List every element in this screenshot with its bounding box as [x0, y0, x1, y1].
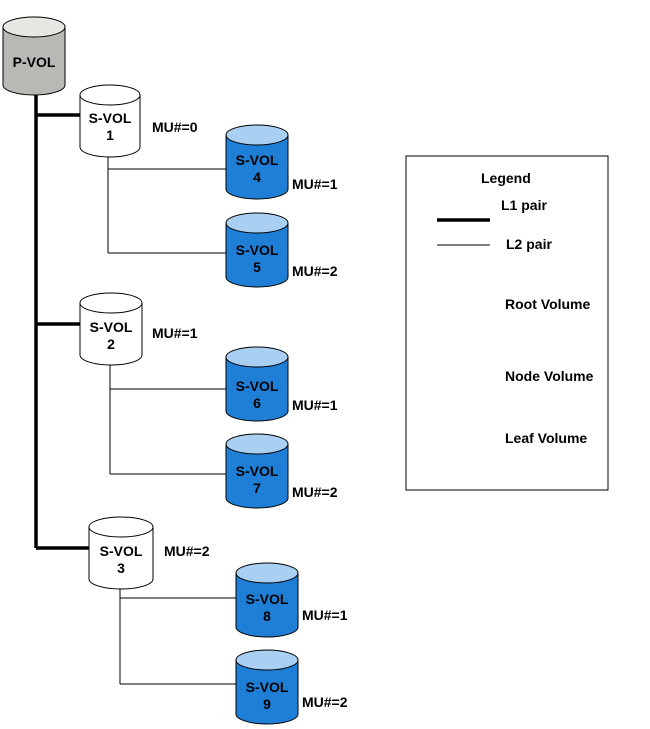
- connectors: [34, 86, 237, 685]
- mu-label: MU#=0: [152, 119, 198, 135]
- legend-title: Legend: [481, 170, 531, 186]
- legend-root-label: Root Volume: [505, 296, 591, 312]
- leaf-volume-9: S-VOL 9 MU#=2: [246, 679, 348, 712]
- node-label-line2: 1: [106, 127, 114, 143]
- node-volume-2-cylinder: [79, 292, 143, 366]
- mu-label: MU#=1: [152, 325, 198, 341]
- leaf-label-line1: S-VOL: [236, 152, 279, 168]
- node-volume-3-cylinder: [88, 516, 154, 590]
- leaf-label-line2: 8: [263, 608, 271, 624]
- leaf-volume-6-cylinder: [225, 346, 289, 422]
- node-volume-1-cylinder: [79, 84, 141, 158]
- node-volume-3: S-VOL 3 MU#=2: [100, 543, 210, 576]
- legend-l1-label: L1 pair: [501, 197, 547, 213]
- leaf-label-line1: S-VOL: [236, 242, 279, 258]
- node-volume-2: S-VOL 2 MU#=1: [90, 319, 198, 352]
- leaf-label-line2: 9: [263, 696, 271, 712]
- leaf-label-line2: 4: [253, 169, 261, 185]
- node-label-line2: 2: [107, 336, 115, 352]
- leaf-volume-4: S-VOL 4 MU#=1: [236, 152, 338, 192]
- leaf-label-line1: S-VOL: [246, 679, 289, 695]
- leaf-label-line2: 7: [253, 480, 261, 496]
- root-volume-cylinder: [2, 16, 66, 96]
- leaf-volume-8: S-VOL 8 MU#=1: [246, 591, 348, 624]
- leaf-label-line2: 6: [253, 395, 261, 411]
- mu-label: MU#=2: [164, 543, 210, 559]
- root-volume-label: P-VOL: [13, 54, 56, 70]
- mu-label: MU#=1: [292, 176, 338, 192]
- node-label-line2: 3: [117, 560, 125, 576]
- leaf-volume-4-cylinder: [225, 124, 289, 200]
- node-label-line1: S-VOL: [90, 319, 133, 335]
- leaf-label-line1: S-VOL: [246, 591, 289, 607]
- node-volume-1: S-VOL 1 MU#=0: [89, 110, 198, 143]
- legend-leaf-label: Leaf Volume: [505, 430, 587, 446]
- leaf-volume-8-cylinder: [235, 562, 299, 638]
- legend: Legend L1 pair L2 pair Root Volume Node …: [405, 155, 609, 491]
- node-label-line1: S-VOL: [89, 110, 132, 126]
- leaf-volume-5-cylinder: [225, 212, 289, 288]
- leaf-volume-9-cylinder: [235, 649, 299, 725]
- legend-box: [405, 155, 609, 491]
- leaf-volume-7: S-VOL 7 MU#=2: [236, 463, 338, 500]
- leaf-volume-5: S-VOL 5 MU#=2: [236, 242, 338, 279]
- mu-label: MU#=1: [302, 607, 348, 623]
- leaf-volume-6: S-VOL 6 MU#=1: [236, 378, 338, 413]
- legend-l2-label: L2 pair: [506, 236, 552, 252]
- legend-node-label: Node Volume: [505, 368, 594, 384]
- leaf-label-line2: 5: [253, 259, 261, 275]
- mu-label: MU#=1: [292, 397, 338, 413]
- leaf-volume-7-cylinder: [225, 433, 289, 509]
- node-label-line1: S-VOL: [100, 543, 143, 559]
- mu-label: MU#=2: [292, 263, 338, 279]
- leaf-label-line1: S-VOL: [236, 378, 279, 394]
- leaf-label-line1: S-VOL: [236, 463, 279, 479]
- mu-label: MU#=2: [292, 484, 338, 500]
- mu-label: MU#=2: [302, 694, 348, 710]
